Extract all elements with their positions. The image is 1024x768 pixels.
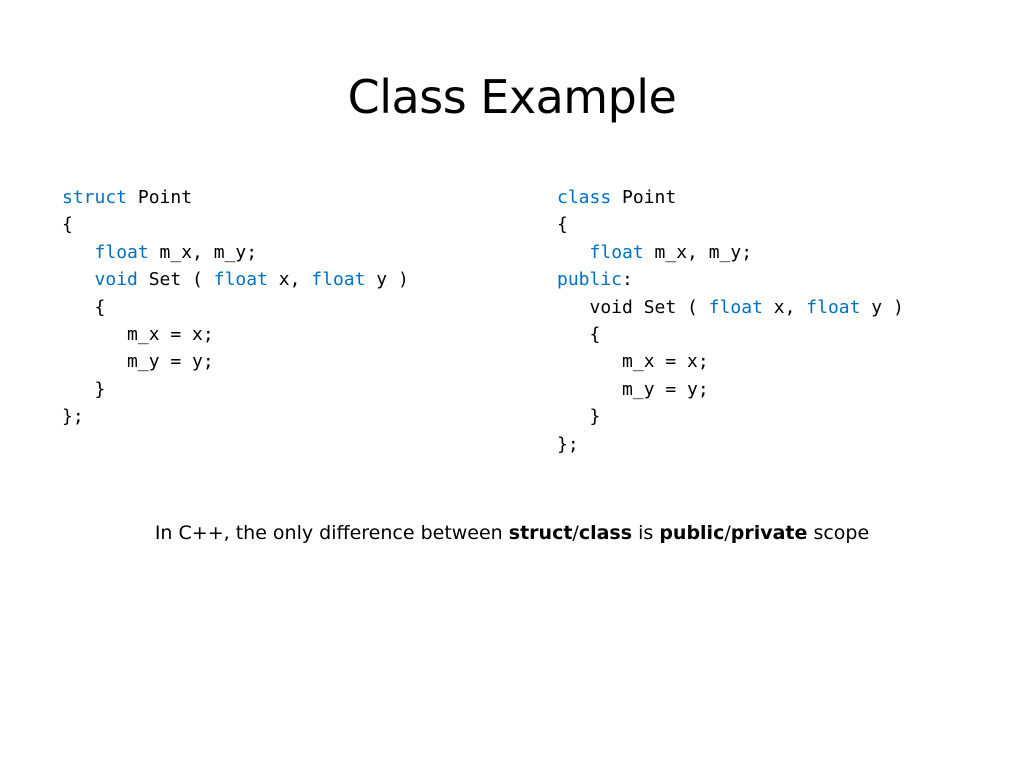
caption-struct: struct xyxy=(508,522,573,544)
keyword-token: void xyxy=(94,269,138,291)
code-line: float m_x, m_y; xyxy=(557,239,904,266)
keyword-token: class xyxy=(557,187,612,208)
caption-text: In C++, the only difference between xyxy=(154,522,509,544)
code-line: { xyxy=(62,294,409,321)
keyword-token: float xyxy=(94,241,149,263)
keyword-token: float xyxy=(589,241,644,263)
code-line: struct Point xyxy=(62,184,409,211)
code-line: }; xyxy=(557,431,904,458)
caption-public: public xyxy=(659,522,725,544)
code-line: { xyxy=(62,211,409,238)
code-line: m_x = x; xyxy=(62,321,409,348)
caption: In C++, the only difference between stru… xyxy=(0,518,1024,548)
class-code-block: class Point{ float m_x, m_y;public: void… xyxy=(557,184,904,458)
keyword-token: float xyxy=(213,269,268,291)
code-token: } xyxy=(557,406,601,428)
keyword-token: struct xyxy=(62,187,128,208)
code-line: void Set ( float x, float y ) xyxy=(62,266,409,293)
code-token: }; xyxy=(62,406,84,428)
code-token xyxy=(62,242,95,263)
code-token: m_x = x; xyxy=(557,351,709,373)
code-line: } xyxy=(62,376,409,403)
code-token: : xyxy=(622,269,633,291)
code-token: m_x, m_y; xyxy=(643,241,753,263)
keyword-token: float xyxy=(708,296,763,318)
code-line: class Point xyxy=(557,184,904,211)
code-token: Set ( xyxy=(137,269,214,291)
code-token: { xyxy=(557,214,568,236)
code-token xyxy=(557,242,590,263)
code-token: y ) xyxy=(860,296,904,318)
code-line: void Set ( float x, float y ) xyxy=(557,294,904,321)
code-token: } xyxy=(62,378,106,400)
code-line: public: xyxy=(557,266,904,293)
code-token: x, xyxy=(762,296,807,318)
code-token: Point xyxy=(611,187,677,208)
code-token: }; xyxy=(557,433,579,455)
struct-code-block: struct Point { float m_x, m_y; void Set (… xyxy=(62,184,409,431)
code-token: m_x, m_y; xyxy=(148,241,258,263)
code-token: y ) xyxy=(365,269,409,291)
caption-slash: / xyxy=(572,522,579,544)
caption-class: class xyxy=(578,522,633,544)
caption-scope: scope xyxy=(807,522,870,544)
caption-is: is xyxy=(632,522,660,544)
code-token: m_y = y; xyxy=(62,351,214,373)
code-token: { xyxy=(557,323,601,345)
code-token: m_y = y; xyxy=(557,378,709,400)
code-line: } xyxy=(557,403,904,430)
keyword-token: float xyxy=(311,269,366,291)
code-line: m_y = y; xyxy=(557,376,904,403)
code-line: m_y = y; xyxy=(62,348,409,375)
code-token: x, xyxy=(267,269,312,291)
keyword-token: float xyxy=(806,296,861,318)
code-token: { xyxy=(62,296,106,318)
code-line: float m_x, m_y; xyxy=(62,239,409,266)
code-token: Point xyxy=(127,187,193,208)
code-line: }; xyxy=(62,403,409,430)
code-token: { xyxy=(62,214,73,236)
code-line: { xyxy=(557,321,904,348)
caption-slash: / xyxy=(724,522,731,544)
slide-title: Class Example xyxy=(347,70,677,124)
code-line: m_x = x; xyxy=(557,348,904,375)
code-token xyxy=(62,269,95,290)
caption-private: private xyxy=(730,522,808,544)
code-token: m_x = x; xyxy=(62,323,214,345)
keyword-token: public xyxy=(557,269,623,291)
code-line: { xyxy=(557,211,904,238)
code-token: void Set ( xyxy=(557,296,709,318)
